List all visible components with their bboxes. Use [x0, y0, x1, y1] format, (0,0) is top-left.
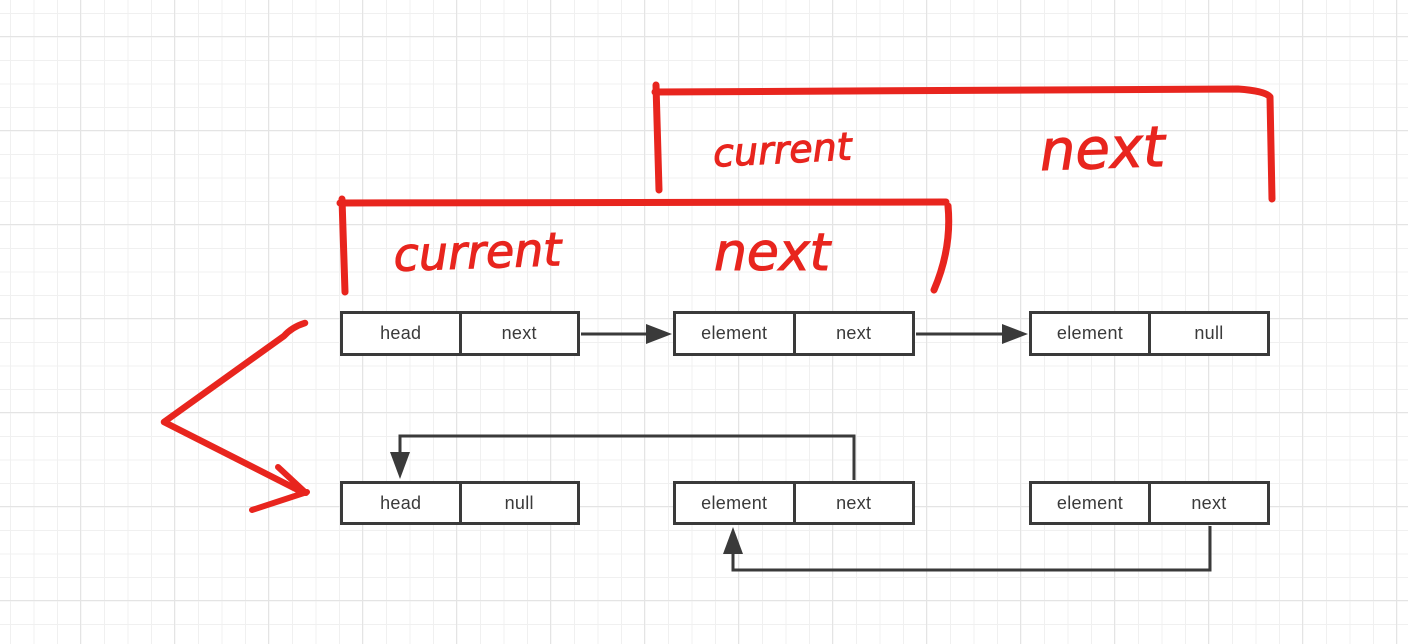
cell-head[interactable]: head	[380, 492, 422, 513]
cell-element[interactable]: element	[1056, 492, 1124, 513]
cell-element[interactable]: element	[701, 492, 768, 513]
bottom-list-node-element-1[interactable]: element next	[673, 481, 915, 525]
cell-element[interactable]: element	[701, 323, 768, 343]
reversed-next-pointer-arrow[interactable]	[723, 526, 1212, 572]
cell-next[interactable]: next	[792, 484, 913, 522]
cell-null[interactable]: null	[1148, 314, 1267, 353]
red-bracket-middle[interactable]: current next	[336, 195, 953, 296]
top-list-node-element-2[interactable]: element null	[1029, 311, 1270, 356]
next-pointer-arrow-1[interactable]	[581, 324, 672, 344]
cell-next[interactable]: next	[792, 314, 913, 353]
top-list-node-element-1[interactable]: element next	[673, 311, 915, 356]
cell-head[interactable]: head	[380, 323, 422, 343]
top-list-node-head[interactable]: head next	[340, 311, 580, 356]
cell-next[interactable]: next	[458, 314, 578, 353]
handwritten-label-next-middle[interactable]: next	[713, 222, 832, 283]
reversed-head-pointer-arrow[interactable]	[390, 434, 856, 480]
handwritten-label-current-middle[interactable]: current	[392, 221, 565, 282]
handwritten-label-current-top[interactable]: current	[711, 124, 855, 176]
handwritten-label-next-top[interactable]: next	[1038, 114, 1168, 184]
cell-element[interactable]: element	[1056, 323, 1124, 343]
cell-next[interactable]: next	[1148, 484, 1267, 522]
next-pointer-arrow-2[interactable]	[916, 324, 1028, 344]
cell-null[interactable]: null	[458, 484, 578, 522]
bottom-list-node-head[interactable]: head null	[340, 481, 580, 525]
red-bracket-top[interactable]: current next	[651, 81, 1276, 203]
red-zigzag-arrow[interactable]	[160, 319, 310, 513]
bottom-list-node-element-2[interactable]: element next	[1029, 481, 1270, 525]
